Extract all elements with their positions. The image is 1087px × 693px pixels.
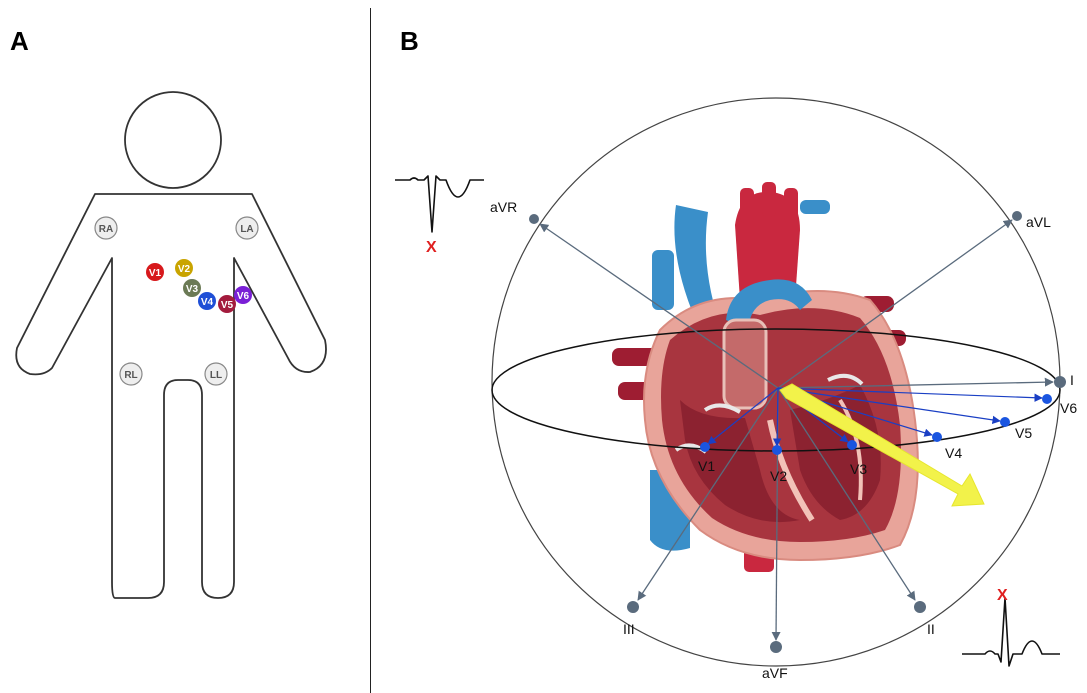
svg-text:V4: V4 (201, 297, 214, 308)
lead-label-v2: V2 (770, 468, 787, 484)
electrode-v1: V1 (146, 263, 164, 281)
svg-text:V6: V6 (237, 291, 250, 302)
marker-negative: X (426, 239, 437, 256)
lead-label-avf: aVF (762, 665, 788, 681)
electrode-ll: LL (205, 363, 227, 385)
svg-text:RA: RA (99, 224, 113, 235)
svg-text:V2: V2 (178, 264, 191, 275)
svg-text:V5: V5 (221, 300, 234, 311)
svg-text:RL: RL (124, 370, 137, 381)
body-figure (16, 92, 326, 598)
lead-label-avl: aVL (1026, 214, 1051, 230)
lead-label-v4: V4 (945, 445, 962, 461)
lead-label-ii: II (927, 621, 935, 637)
svg-text:V3: V3 (186, 284, 199, 295)
heart-illustration (612, 182, 918, 572)
body-outline (16, 194, 326, 598)
electrode-v6: V6 (234, 286, 252, 304)
lead-label-v6: V6 (1060, 400, 1077, 416)
lead-label-v5: V5 (1015, 425, 1032, 441)
electrode-v3: V3 (183, 279, 201, 297)
electrode-ra: RA (95, 217, 117, 239)
lead-label-iii: III (623, 621, 635, 637)
electrode-v2: V2 (175, 259, 193, 277)
electrode-rl: RL (120, 363, 142, 385)
ecg-trace-positive: X (962, 587, 1060, 666)
ecg-trace-negative: X (395, 176, 484, 256)
lead-label-v3: V3 (850, 461, 867, 477)
body-head (125, 92, 221, 188)
electrode-la: LA (236, 217, 258, 239)
electrode-v5: V5 (218, 295, 236, 313)
svg-text:LL: LL (210, 370, 222, 381)
lead-label-i: I (1070, 372, 1074, 388)
lead-label-avr: aVR (490, 199, 517, 215)
svg-text:LA: LA (240, 224, 253, 235)
electrode-v4: V4 (198, 292, 216, 310)
marker-positive: X (997, 587, 1008, 604)
lead-label-v1: V1 (698, 458, 715, 474)
svg-text:V1: V1 (149, 268, 162, 279)
